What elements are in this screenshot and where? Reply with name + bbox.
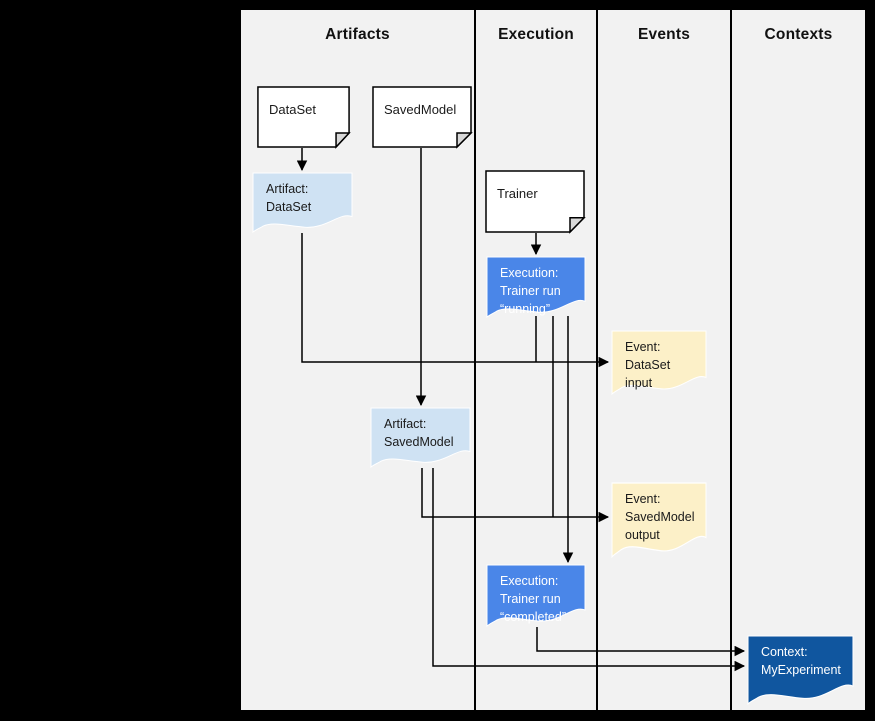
node-label: DataSet — [269, 101, 316, 117]
edge-artifact-savedmodel-to-event-output — [421, 468, 610, 523]
node-trainer: Trainer — [485, 170, 585, 233]
document-shape — [257, 86, 350, 148]
wave-shape — [611, 330, 707, 396]
column-divider-artifacts-execution — [474, 10, 476, 710]
edge-artifact-savedmodel-to-context — [432, 468, 746, 672]
node-event-savedmodel-output: Event: SavedModel output — [611, 482, 707, 559]
node-label: Event: SavedModel output — [625, 492, 695, 543]
node-context-myexperiment: Context: MyExperiment — [747, 635, 854, 706]
wave-shape — [486, 564, 586, 628]
wave-shape — [747, 635, 854, 706]
node-label: Execution: Trainer run “completed” — [500, 574, 566, 625]
wave-shape — [611, 482, 707, 559]
node-dataset: DataSet — [257, 86, 350, 148]
node-label: Trainer — [497, 186, 538, 202]
wave-shape — [370, 407, 471, 469]
connector-lines — [296, 148, 746, 672]
column-divider-execution-events — [596, 10, 598, 710]
edge-artifact-dataset-to-event-input — [301, 233, 610, 368]
swimlane-table: Artifacts Execution Events Contexts Data… — [239, 8, 867, 712]
document-shape — [372, 86, 472, 148]
node-execution-running: Execution: Trainer run “running” — [486, 256, 586, 319]
column-header-artifacts: Artifacts — [325, 26, 390, 43]
node-savedmodel: SavedModel — [372, 86, 472, 148]
column-header-execution: Execution — [498, 26, 574, 43]
node-label: Context: MyExperiment — [761, 645, 841, 678]
node-label: Artifact: DataSet — [266, 182, 312, 215]
document-shape — [485, 170, 585, 233]
node-label: SavedModel — [384, 101, 457, 117]
node-label: Artifact: SavedModel — [384, 417, 454, 450]
node-artifact-savedmodel: Artifact: SavedModel — [370, 407, 471, 469]
wave-shape — [252, 172, 353, 234]
edge-execution-completed-to-context — [536, 627, 746, 657]
node-event-dataset-input: Event: DataSet input — [611, 330, 707, 396]
column-divider-events-contexts — [730, 10, 732, 710]
node-artifact-dataset: Artifact: DataSet — [252, 172, 353, 234]
wave-shape — [486, 256, 586, 319]
node-label: Event: DataSet input — [625, 340, 671, 391]
node-execution-completed: Execution: Trainer run “completed” — [486, 564, 586, 628]
column-header-contexts: Contexts — [764, 26, 833, 43]
node-label: Execution: Trainer run “running” — [500, 266, 561, 317]
column-header-events: Events — [637, 26, 691, 43]
